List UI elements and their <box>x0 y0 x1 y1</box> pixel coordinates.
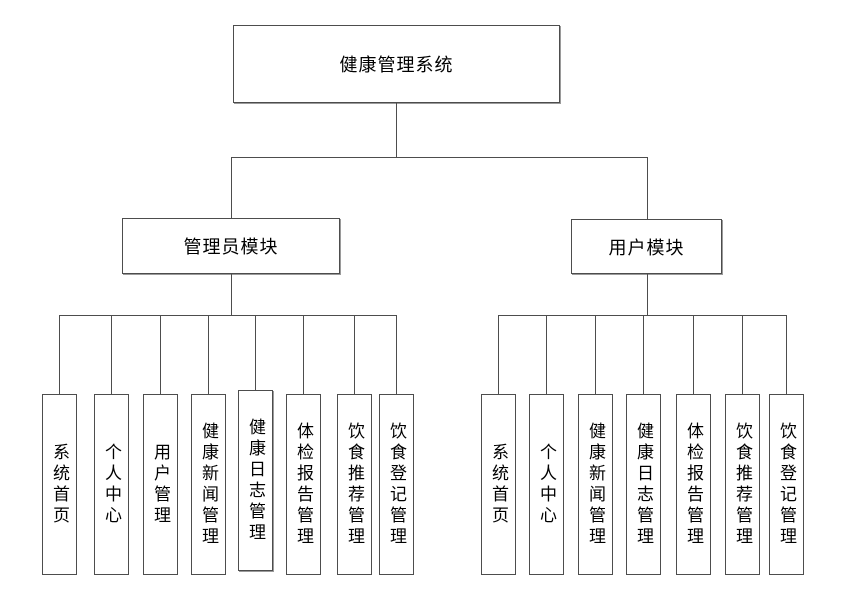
connector-line <box>231 157 648 158</box>
module-node-admin: 管理员模块 <box>122 218 340 274</box>
leaf-admin-health-diary-management: 健康日志管理 <box>238 390 273 571</box>
leaf-user-diet-recommendation-management: 饮食推荐管理 <box>725 394 760 575</box>
connector-line <box>59 315 60 394</box>
leaf-user-system-home: 系统首页 <box>481 394 516 575</box>
connector-line <box>498 315 499 394</box>
module-user-label: 用户模块 <box>608 237 685 258</box>
leaf-admin-health-news-management: 健康新闻管理 <box>191 394 226 575</box>
leaf-label: 体检报告管理 <box>294 421 313 548</box>
connector-line <box>396 315 397 394</box>
leaf-label: 健康日志管理 <box>246 417 265 544</box>
leaf-admin-personal-center: 个人中心 <box>94 394 129 575</box>
leaf-label: 个人中心 <box>102 442 121 527</box>
connector-line <box>303 315 304 394</box>
connector-line <box>59 315 397 316</box>
leaf-label: 个人中心 <box>537 442 556 527</box>
root-node-health-management-system: 健康管理系统 <box>233 25 560 103</box>
connector-line <box>595 315 596 394</box>
leaf-user-personal-center: 个人中心 <box>529 394 564 575</box>
leaf-admin-user-management: 用户管理 <box>143 394 178 575</box>
connector-line <box>643 315 644 394</box>
leaf-user-health-news-management: 健康新闻管理 <box>578 394 613 575</box>
leaf-label: 系统首页 <box>489 442 508 527</box>
connector-line <box>208 315 209 394</box>
connector-line <box>111 315 112 394</box>
leaf-label: 用户管理 <box>151 442 170 527</box>
leaf-label: 体检报告管理 <box>684 421 703 548</box>
leaf-admin-system-home: 系统首页 <box>42 394 77 575</box>
leaf-label: 健康新闻管理 <box>199 421 218 548</box>
leaf-admin-checkup-report-management: 体检报告管理 <box>286 394 321 575</box>
leaf-label: 饮食推荐管理 <box>733 421 752 548</box>
leaf-label: 饮食推荐管理 <box>345 421 364 548</box>
module-node-user: 用户模块 <box>571 219 722 274</box>
connector-line <box>396 103 397 157</box>
connector-line <box>693 315 694 394</box>
leaf-label: 健康新闻管理 <box>586 421 605 548</box>
connector-line <box>160 315 161 394</box>
leaf-label: 饮食登记管理 <box>387 421 406 548</box>
leaf-label: 健康日志管理 <box>634 421 653 548</box>
connector-line <box>231 157 232 218</box>
module-admin-label: 管理员模块 <box>183 237 279 257</box>
connector-line <box>354 315 355 394</box>
leaf-user-diet-registration-management: 饮食登记管理 <box>769 394 804 575</box>
connector-line <box>647 274 648 315</box>
leaf-admin-diet-recommendation-management: 饮食推荐管理 <box>337 394 372 575</box>
connector-line <box>786 315 787 394</box>
leaf-user-checkup-report-management: 体检报告管理 <box>676 394 711 575</box>
leaf-label: 饮食登记管理 <box>777 421 796 548</box>
connector-line <box>647 157 648 219</box>
connector-line <box>255 315 256 390</box>
leaf-admin-diet-registration-management: 饮食登记管理 <box>379 394 414 575</box>
connector-line <box>742 315 743 394</box>
root-node-label: 健康管理系统 <box>339 55 454 75</box>
connector-line <box>231 274 232 315</box>
leaf-label: 系统首页 <box>50 442 69 527</box>
leaf-user-health-diary-management: 健康日志管理 <box>626 394 661 575</box>
connector-line <box>498 315 787 316</box>
connector-line <box>546 315 547 394</box>
